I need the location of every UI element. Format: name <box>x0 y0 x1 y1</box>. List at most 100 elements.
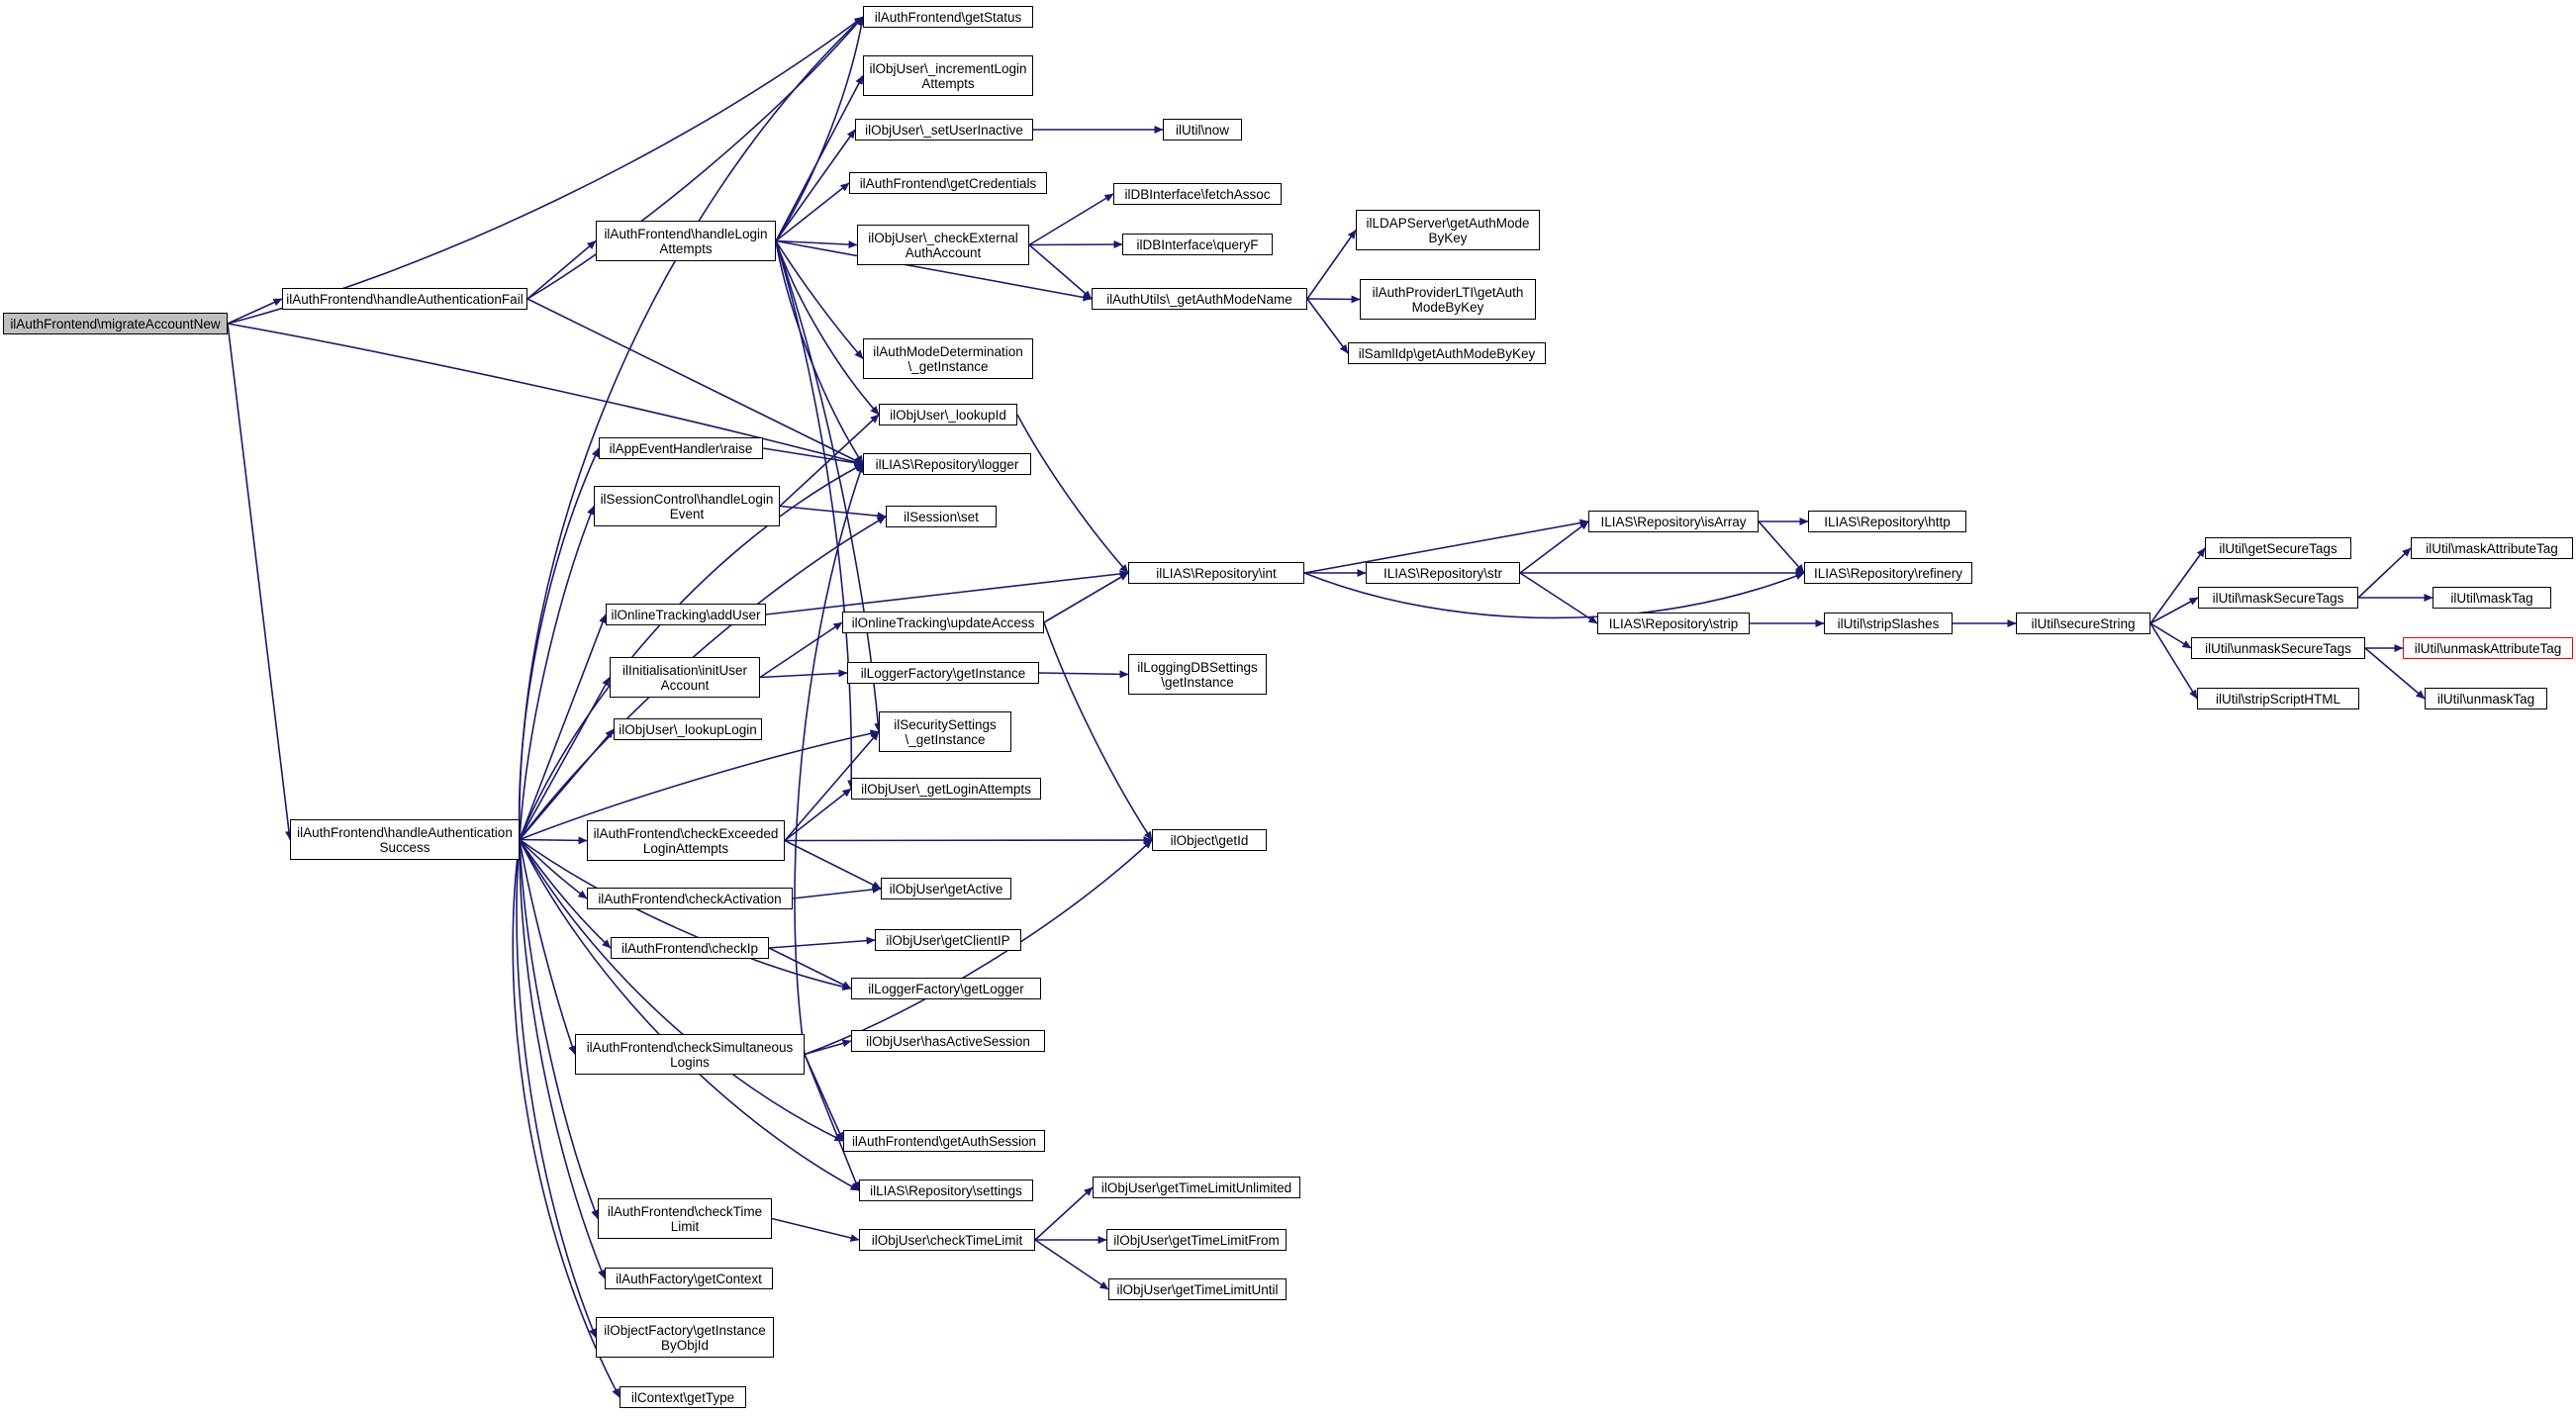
edge-n1-to-n4 <box>526 239 597 300</box>
edge-n52-to-n50 <box>1519 520 1589 574</box>
node-illoggingdbsettings-getinstance[interactable]: ilLoggingDBSettings \getInstance <box>1128 654 1267 695</box>
edge-n2-to-n3 <box>519 16 864 840</box>
node-ilutil-masksecuretags[interactable]: ilUtil\maskSecureTags <box>2198 587 2358 609</box>
node-ilobjuser-gettimelimitfrom[interactable]: ilObjUser\getTimeLimitFrom <box>1106 1229 1287 1251</box>
node-ilias-repository-isarray[interactable]: ILIAS\Repository\isArray <box>1588 511 1759 532</box>
edge-n24-to-n32 <box>1043 621 1153 841</box>
node-ilauthfrontend-checkexceeded-loginattempts[interactable]: ilAuthFrontend\checkExceeded LoginAttemp… <box>587 820 785 861</box>
edge-n0-to-n2 <box>227 323 293 840</box>
node-ilsessioncontrol-handlelogin-event[interactable]: ilSessionControl\handleLogin Event <box>594 486 780 526</box>
node-illias-repository-int[interactable]: ilLIAS\Repository\int <box>1128 562 1304 584</box>
edge-n1-to-n3 <box>526 16 864 300</box>
node-ilutil-getsecuretags[interactable]: ilUtil\getSecureTags <box>2205 537 2351 559</box>
edge-n13-to-n14 <box>1306 230 1357 300</box>
node-ilobjuser-checktimelimit[interactable]: ilObjUser\checkTimeLimit <box>859 1229 1035 1251</box>
node-ilonlinetracking-updateaccess[interactable]: ilOnlineTracking\updateAccess <box>842 612 1044 633</box>
node-ilias-repository-refinery[interactable]: ILIAS\Repository\refinery <box>1804 562 1972 584</box>
edge-n20-to-n18 <box>779 414 880 508</box>
edge-n4-to-n7 <box>775 129 856 241</box>
node-ilsession-set[interactable]: ilSession\set <box>886 506 997 527</box>
edge-n4-to-n10 <box>775 239 858 249</box>
edge-n2-to-n28 <box>519 728 615 841</box>
node-ilauthfrontend-handlelogin-attempts[interactable]: ilAuthFrontend\handleLogin Attempts <box>596 221 776 261</box>
edge-n4-to-n6 <box>775 75 864 241</box>
node-ilobjuser-getclientip[interactable]: ilObjUser\getClientIP <box>875 929 1021 951</box>
node-ilobjuser-getloginattempts[interactable]: ilObjUser\_getLoginAttempts <box>851 778 1041 800</box>
edge-n43-to-n46 <box>1034 1239 1109 1290</box>
node-ilauthfrontend-getauthsession[interactable]: ilAuthFrontend\getAuthSession <box>843 1130 1045 1152</box>
node-ilias-repository-http[interactable]: ILIAS\Repository\http <box>1808 511 1966 532</box>
node-illdapserver-getauthmode-bykey[interactable]: ilLDAPServer\getAuthMode ByKey <box>1356 210 1540 250</box>
edge-n4-to-n13 <box>775 239 1093 302</box>
node-ilobjectfactory-getinstance-byobjid[interactable]: ilObjectFactory\getInstance ByObjId <box>596 1317 774 1358</box>
node-ilsamlidp-getauthmodebykey[interactable]: ilSamlIdp\getAuthModeByKey <box>1348 342 1546 364</box>
node-ildbinterface-queryf[interactable]: ilDBInterface\queryF <box>1122 234 1273 255</box>
node-ilutil-unmasksecuretags[interactable]: ilUtil\unmaskSecureTags <box>2191 637 2365 659</box>
edge-n4-to-n9 <box>775 182 850 242</box>
node-ilobjuser-setuserinactive[interactable]: ilObjUser\_setUserInactive <box>855 119 1033 141</box>
edge-n56-to-n57 <box>2149 547 2206 624</box>
node-illoggerfactory-getlogger[interactable]: ilLoggerFactory\getLogger <box>851 978 1041 999</box>
edge-n4-to-n18 <box>775 240 880 416</box>
node-illias-repository-logger[interactable]: ilLIAS\Repository\logger <box>863 453 1031 475</box>
node-ilobjuser-hasactivesession[interactable]: ilObjUser\hasActiveSession <box>851 1030 1045 1052</box>
node-ilutil-securestring[interactable]: ilUtil\secureString <box>2016 613 2150 634</box>
edge-n2-to-n48 <box>516 839 597 1338</box>
node-ilutil-now[interactable]: ilUtil\now <box>1163 119 1242 141</box>
edge-n24-to-n23 <box>1043 572 1129 623</box>
edge-n56-to-n60 <box>2149 622 2198 700</box>
node-ilauthfrontend-handleauthentication-success[interactable]: ilAuthFrontend\handleAuthentication Succ… <box>290 819 520 860</box>
node-ilutil-stripscripthtml[interactable]: ilUtil\stripScriptHTML <box>2197 688 2359 709</box>
node-ilobjuser-checkexternal-authaccount[interactable]: ilObjUser\_checkExternal AuthAccount <box>857 225 1029 265</box>
edge-n19-to-n5 <box>762 447 864 467</box>
node-ilobjuser-incrementlogin-attempts[interactable]: ilObjUser\_incrementLogin Attempts <box>863 55 1033 96</box>
node-ilauthfrontend-handleauthenticationfail[interactable]: ilAuthFrontend\handleAuthenticationFail <box>282 288 527 310</box>
edge-n31-to-n29 <box>784 730 880 842</box>
node-ilauthfrontend-checksimultaneous-logins[interactable]: ilAuthFrontend\checkSimultaneous Logins <box>575 1034 805 1075</box>
node-ilauthfrontend-getcredentials[interactable]: ilAuthFrontend\getCredentials <box>849 172 1047 194</box>
node-ilsecuritysettings-getinstance[interactable]: ilSecuritySettings \_getInstance <box>879 711 1011 752</box>
node-ilobjuser-getactive[interactable]: ilObjUser\getActive <box>881 878 1011 899</box>
edge-n52-to-n54 <box>1519 572 1598 624</box>
node-ilcontext-gettype[interactable]: ilContext\getType <box>620 1386 746 1408</box>
node-ilias-repository-str[interactable]: ILIAS\Repository\str <box>1366 562 1520 584</box>
node-ilobjuser-lookupid[interactable]: ilObjUser\_lookupId <box>879 404 1017 425</box>
node-ilauthmodedetermination-getinstance[interactable]: ilAuthModeDetermination \_getInstance <box>863 338 1033 379</box>
edge-n33-to-n34 <box>792 885 882 899</box>
edge-n23-to-n53 <box>1303 572 1805 619</box>
node-ilauthfrontend-checktime-limit[interactable]: ilAuthFrontend\checkTime Limit <box>598 1198 772 1239</box>
edge-n2-to-n42 <box>519 839 599 1219</box>
node-ilobjuser-lookuplogin[interactable]: ilObjUser\_lookupLogin <box>614 718 762 740</box>
edge-n0-to-n1 <box>227 298 283 325</box>
node-ilinitialisation-inituser-account[interactable]: ilInitialisation\initUser Account <box>610 657 760 698</box>
node-illoggerfactory-getinstance[interactable]: ilLoggerFactory\getInstance <box>847 662 1039 684</box>
node-ilauthproviderlti-getauth-modebykey[interactable]: ilAuthProviderLTI\getAuth ModeByKey <box>1360 279 1536 320</box>
node-ilauthfrontend-checkip[interactable]: ilAuthFrontend\checkIp <box>611 937 769 959</box>
node-ilias-repository-strip[interactable]: ILIAS\Repository\strip <box>1597 613 1750 634</box>
node-ilonlinetracking-adduser[interactable]: ilOnlineTracking\addUser <box>606 604 766 625</box>
node-ilauthfrontend-getstatus[interactable]: ilAuthFrontend\getStatus <box>863 6 1033 28</box>
node-ilauthfactory-getcontext[interactable]: ilAuthFactory\getContext <box>605 1268 773 1289</box>
node-ilauthfrontend-checkactivation[interactable]: ilAuthFrontend\checkActivation <box>587 888 793 909</box>
node-illias-repository-settings[interactable]: ilLIAS\Repository\settings <box>859 1180 1033 1201</box>
edge-n0-to-n3 <box>227 16 864 325</box>
node-ilutil-unmaskattributetag[interactable]: ilUtil\unmaskAttributeTag <box>2403 637 2573 659</box>
edge-n2-to-n47 <box>519 839 606 1279</box>
node-ilappeventhandler-raise[interactable]: ilAppEventHandler\raise <box>599 437 763 459</box>
node-ilutil-masktag[interactable]: ilUtil\maskTag <box>2433 587 2551 609</box>
node-ilobjuser-gettimelimituntil[interactable]: ilObjUser\getTimeLimitUntil <box>1108 1278 1287 1300</box>
edge-n31-to-n34 <box>784 839 882 890</box>
node-ildbinterface-fetchassoc[interactable]: ilDBInterface\fetchAssoc <box>1113 183 1282 205</box>
edge-n38-to-n41 <box>804 1054 860 1191</box>
node-ilauthutils-getauthmodename[interactable]: ilAuthUtils\_getAuthModeName <box>1092 288 1307 310</box>
node-ilutil-stripslashes[interactable]: ilUtil\stripSlashes <box>1824 613 1953 634</box>
edge-n2-to-n37 <box>519 838 852 991</box>
node-ilutil-maskattributetag[interactable]: ilUtil\maskAttributeTag <box>2411 537 2573 559</box>
node-ilutil-unmasktag[interactable]: ilUtil\unmaskTag <box>2425 688 2547 709</box>
node-ilobject-getid[interactable]: ilObject\getId <box>1152 829 1267 851</box>
edge-n2-to-n22 <box>519 614 607 840</box>
edge-n56-to-n58 <box>2149 597 2199 624</box>
edge-n35-to-n37 <box>768 947 852 990</box>
edge-n50-to-n53 <box>1758 520 1805 574</box>
node-ilobjuser-gettimelimitunlimited[interactable]: ilObjUser\getTimeLimitUnlimited <box>1093 1177 1300 1198</box>
